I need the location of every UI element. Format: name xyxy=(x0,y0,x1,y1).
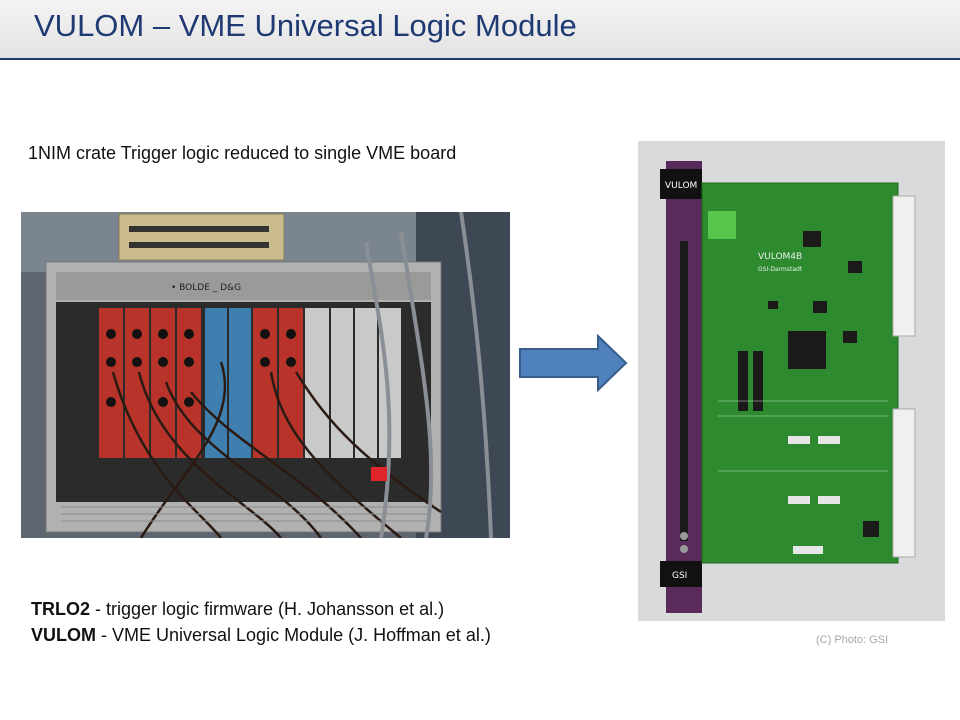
right-arrow-icon xyxy=(518,333,628,393)
note-term: TRLO2 xyxy=(31,599,91,619)
vulom-board-illustration: VULOM GSI VULOM4B GSI-Darmstadt xyxy=(638,141,945,621)
notes-block: TRLO2 - trigger logic firmware (H. Johan… xyxy=(31,596,491,648)
board-brand-label: VULOM xyxy=(665,181,697,191)
nim-crate-illustration: • BOLDE _ D&G xyxy=(21,212,510,538)
slide-subtitle: 1NIM crate Trigger logic reduced to sing… xyxy=(28,143,457,163)
nim-crate-photo: • BOLDE _ D&G xyxy=(21,212,510,538)
title-bar: VULOM – VME Universal Logic Module xyxy=(0,0,960,60)
note-separator: - xyxy=(96,625,112,645)
board-name-label: VULOM4B xyxy=(758,252,802,262)
note-separator: - xyxy=(90,599,107,619)
note-text: trigger logic firmware (H. Johansson et … xyxy=(106,599,445,619)
svg-text:• BOLDE _ D&G: • BOLDE _ D&G xyxy=(171,283,241,293)
note-trlo2: TRLO2 - trigger logic firmware (H. Johan… xyxy=(31,596,491,622)
note-vulom: VULOM - VME Universal Logic Module (J. H… xyxy=(31,622,491,648)
slide-title: VULOM – VME Universal Logic Module xyxy=(34,8,577,43)
board-site-label: GSI-Darmstadt xyxy=(758,266,803,273)
note-term: VULOM xyxy=(31,625,96,645)
photo-credit: (C) Photo: GSI xyxy=(816,634,889,646)
vulom-board-photo: VULOM GSI VULOM4B GSI-Darmstadt xyxy=(638,141,945,621)
board-maker-label: GSI xyxy=(672,571,687,581)
note-text: VME Universal Logic Module (J. Hoffman e… xyxy=(112,625,491,645)
